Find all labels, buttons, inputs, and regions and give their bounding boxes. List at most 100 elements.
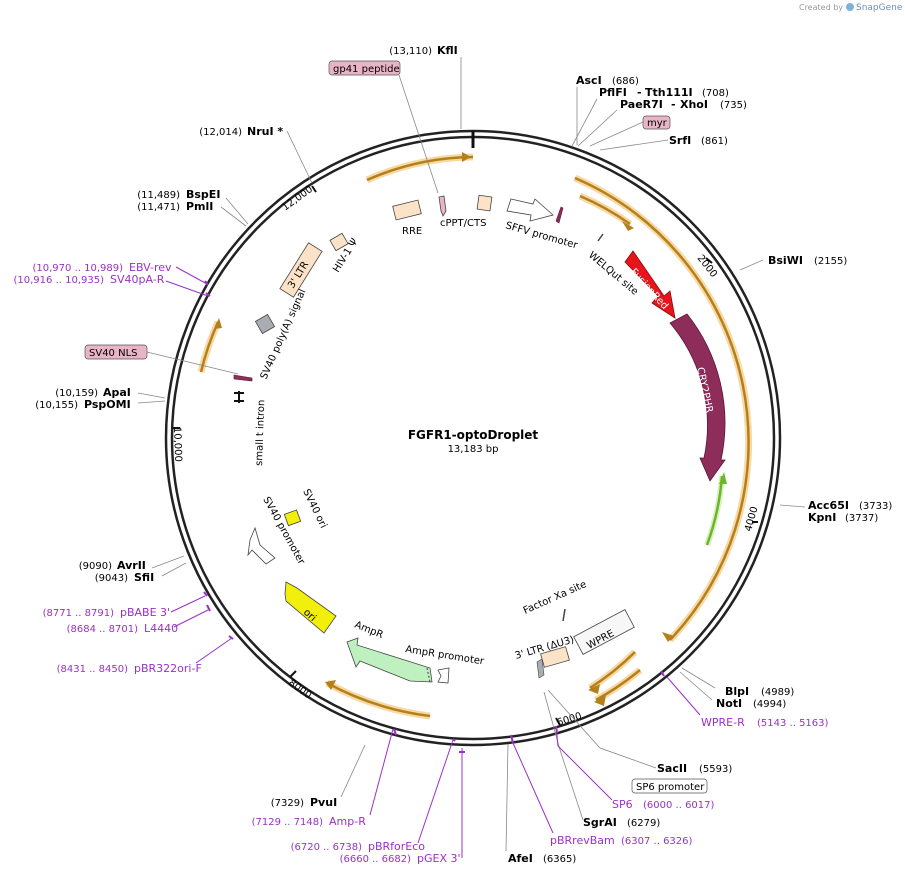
- primer-name[interactable]: pGEX 3': [417, 852, 461, 865]
- site-name[interactable]: PvuI: [310, 796, 337, 809]
- site-name[interactable]: KpnI: [808, 511, 836, 524]
- site-extra-dash: -: [671, 98, 676, 111]
- orf-arrowhead-top: [462, 152, 471, 162]
- rre-label: RRE: [402, 226, 422, 237]
- hiv1-psi-feature[interactable]: [329, 232, 349, 252]
- tick-label: 8000: [286, 678, 313, 702]
- site-position: (9043): [95, 573, 128, 584]
- cry2phr-feature[interactable]: [669, 313, 726, 482]
- site-name[interactable]: AscI: [576, 74, 602, 87]
- site-name[interactable]: PspOMI: [84, 398, 131, 411]
- sp6-promoter-tag-label: SP6 promoter: [636, 782, 705, 793]
- primer-range: (10,916 .. 10,935): [14, 275, 105, 286]
- primer-leaders: [165, 266, 701, 858]
- primer-name[interactable]: SV40pA-R: [110, 273, 165, 286]
- orf-arrowhead-br2: [594, 695, 606, 706]
- site-name[interactable]: KflI: [437, 44, 458, 57]
- primer-name[interactable]: pBR322ori-F: [134, 662, 202, 675]
- orf-arc-left-line: [199, 321, 220, 373]
- site-name[interactable]: BspEI: [186, 188, 220, 201]
- wpre-feature[interactable]: [573, 609, 635, 655]
- site-position: (3733): [859, 501, 892, 512]
- credit-brand: SnapGene: [856, 3, 903, 13]
- primer-name[interactable]: WPRE-R: [701, 716, 745, 729]
- ori-feature[interactable]: [284, 581, 337, 634]
- site-position: (13,110): [389, 46, 432, 57]
- primer-labels: WPRE-R (5143 .. 5163) SP6 (6000 .. 6017)…: [14, 261, 829, 865]
- site-position: (735): [720, 100, 747, 111]
- site-name[interactable]: PaeR7I: [620, 98, 663, 111]
- site-position: (9090): [79, 561, 112, 572]
- site-name[interactable]: NotI: [716, 697, 742, 710]
- site-name[interactable]: SacII: [657, 762, 687, 775]
- site-name[interactable]: NruI *: [247, 125, 283, 138]
- gp41-peptide-feature[interactable]: [438, 195, 447, 217]
- site-name[interactable]: AvrII: [117, 559, 146, 572]
- ltr3-du3-feature[interactable]: [540, 646, 570, 668]
- sv40-nls-tag[interactable]: SV40 NLS: [84, 344, 148, 360]
- myr-tag[interactable]: myr: [642, 115, 671, 130]
- site-position: (4989): [761, 687, 794, 698]
- myr-feature[interactable]: [555, 206, 564, 224]
- ampr-feature[interactable]: [346, 637, 433, 683]
- site-name[interactable]: PflFI: [599, 86, 627, 99]
- primer-name[interactable]: L4440: [144, 622, 178, 635]
- primer-name[interactable]: Amp-R: [329, 815, 366, 828]
- ltr3-feature[interactable]: [279, 242, 323, 298]
- site-name[interactable]: Acc65I: [808, 499, 849, 512]
- site-name[interactable]: SrfI: [669, 134, 691, 147]
- factor-xa-label: Factor Xa site: [522, 579, 589, 617]
- gp41-tag[interactable]: gp41 peptide: [328, 60, 401, 76]
- site-name[interactable]: SfiI: [134, 571, 154, 584]
- site-name[interactable]: BlpI: [725, 685, 749, 698]
- site-name[interactable]: AfeI: [508, 852, 533, 865]
- orf-arrowhead-br1: [588, 684, 600, 694]
- sv40-nls-feature[interactable]: [233, 374, 253, 382]
- primer-range: (10,970 .. 10,989): [33, 263, 124, 274]
- site-position: (5593): [699, 764, 732, 775]
- sv40-promoter-feature[interactable]: [247, 526, 276, 565]
- primer-range: (6720 .. 6738): [291, 842, 363, 853]
- site-name[interactable]: SgrAI: [583, 816, 617, 829]
- site-name-extra[interactable]: XhoI: [680, 98, 708, 111]
- sv40-polya-feature[interactable]: [254, 313, 276, 335]
- tick-label: 4000: [743, 505, 760, 532]
- site-name-extra[interactable]: Tth111I: [645, 86, 693, 99]
- primer-range: (6000 .. 6017): [643, 800, 715, 811]
- sffv-promoter-feature[interactable]: [506, 198, 554, 222]
- fusionred-feature[interactable]: [624, 250, 676, 319]
- orf-arc-bottom: [325, 679, 431, 720]
- orf-arc-inner-top-line: [579, 194, 631, 226]
- site-labels: (13,110) KflI AscI (686) PflFI - Tth111I…: [35, 44, 892, 865]
- site-leaders: [137, 57, 806, 852]
- cppt-cts-label: cPPT/CTS: [440, 218, 486, 229]
- rre-feature[interactable]: [392, 199, 422, 221]
- cppt-cts-feature[interactable]: [476, 194, 493, 212]
- primer-name[interactable]: EBV-rev: [129, 261, 172, 274]
- small-t-intron-feature[interactable]: [234, 391, 244, 403]
- orf-arrowhead-green: [719, 472, 727, 484]
- site-name[interactable]: ApaI: [103, 386, 131, 399]
- orf-arc-green: [704, 475, 725, 547]
- primer-range: (5143 .. 5163): [757, 718, 829, 729]
- primer-name[interactable]: pBRrevBam: [550, 834, 615, 847]
- sp6-mark-feature[interactable]: [536, 658, 545, 679]
- sp6-promoter-tag[interactable]: SP6 promoter: [631, 778, 708, 794]
- site-position: (6279): [627, 818, 660, 829]
- plasmid-name: FGFR1-optoDroplet: [408, 428, 539, 442]
- ampr-promoter-feature[interactable]: [437, 667, 450, 684]
- tick-label: 12,000: [280, 184, 315, 213]
- primer-name[interactable]: pBRforEco: [368, 840, 425, 853]
- site-name[interactable]: BsiWI: [768, 254, 803, 267]
- site-position: (7329): [271, 798, 304, 809]
- site-position: (11,471): [137, 202, 180, 213]
- primer-range: (6307 .. 6326): [621, 836, 693, 847]
- orf-arcs: [197, 152, 753, 720]
- site-name[interactable]: PmlI: [186, 200, 213, 213]
- primer-marks: [203, 280, 665, 753]
- site-extra-dash: -: [637, 86, 642, 99]
- primer-name[interactable]: pBABE 3': [120, 606, 170, 619]
- sv40-ori-feature[interactable]: [283, 509, 302, 527]
- primer-name[interactable]: SP6: [612, 798, 633, 811]
- small-t-intron-label: small t intron: [254, 399, 267, 466]
